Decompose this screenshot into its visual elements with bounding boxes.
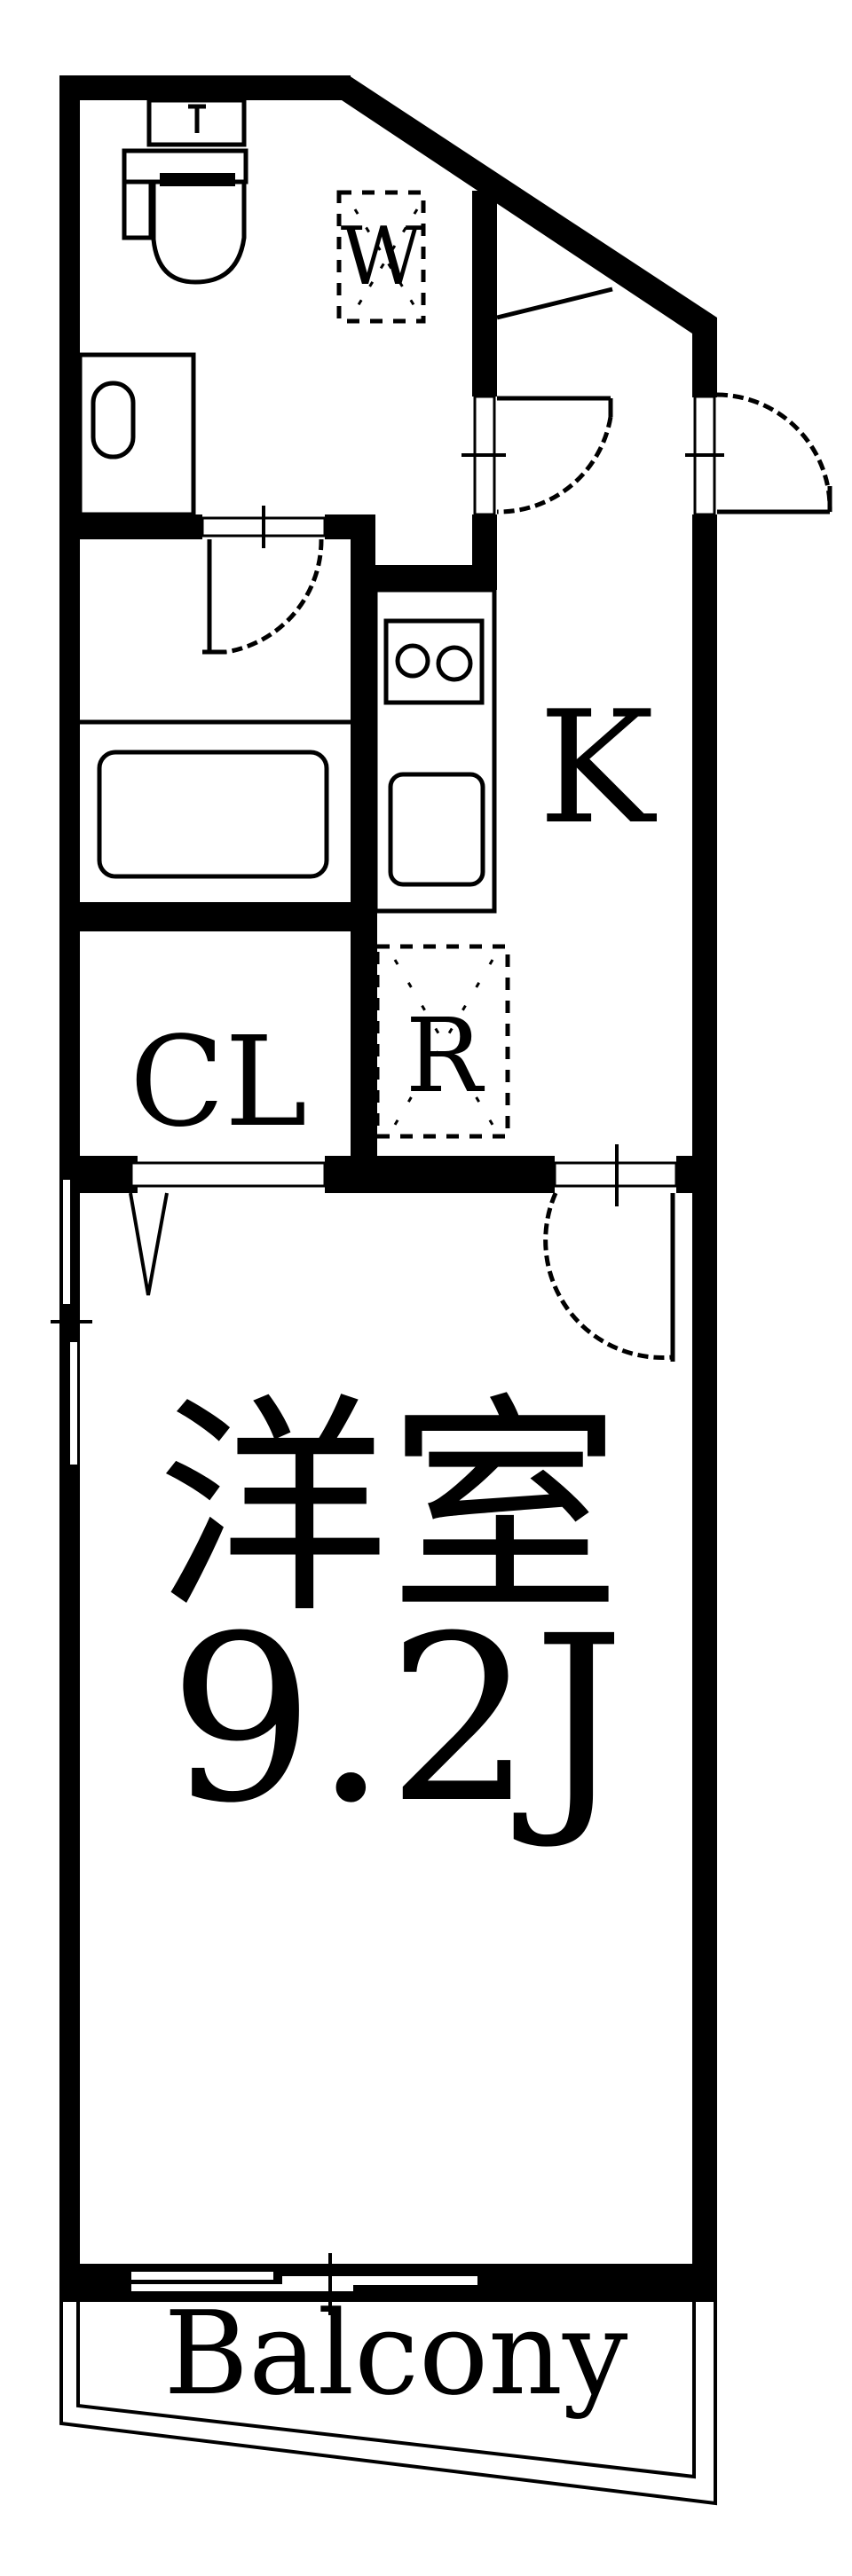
- stove: [383, 618, 485, 705]
- bathtub: [80, 719, 351, 879]
- balcony-label: Balcony: [164, 2286, 628, 2421]
- toilet-door[interactable]: [462, 287, 613, 516]
- kitchen-counter: [373, 587, 497, 914]
- balcony-window[interactable]: [131, 2253, 477, 2315]
- balcony: [59, 2302, 717, 2506]
- toilet-fixture: [122, 98, 248, 285]
- main-room-size: 9.2J: [169, 1587, 625, 1853]
- outer-walls: [59, 75, 717, 2302]
- main-room-label: 洋室: [156, 1374, 621, 1645]
- toilet-label: W: [341, 210, 423, 303]
- left-window[interactable]: [51, 1175, 92, 1468]
- room-door[interactable]: [543, 1144, 678, 1362]
- washbasin: [77, 352, 196, 517]
- kitchen-sink: [388, 772, 485, 887]
- refrigerator-space: [375, 944, 510, 1139]
- entrance-door[interactable]: [685, 392, 832, 516]
- kitchen-label: K: [539, 679, 658, 859]
- washing-machine-space: [336, 190, 426, 324]
- inner-walls: [59, 191, 717, 1193]
- closet-door[interactable]: [129, 1161, 327, 1296]
- closet-label: CL: [130, 1010, 307, 1155]
- bathroom-door[interactable]: [201, 506, 327, 655]
- fridge-label: R: [406, 997, 485, 1116]
